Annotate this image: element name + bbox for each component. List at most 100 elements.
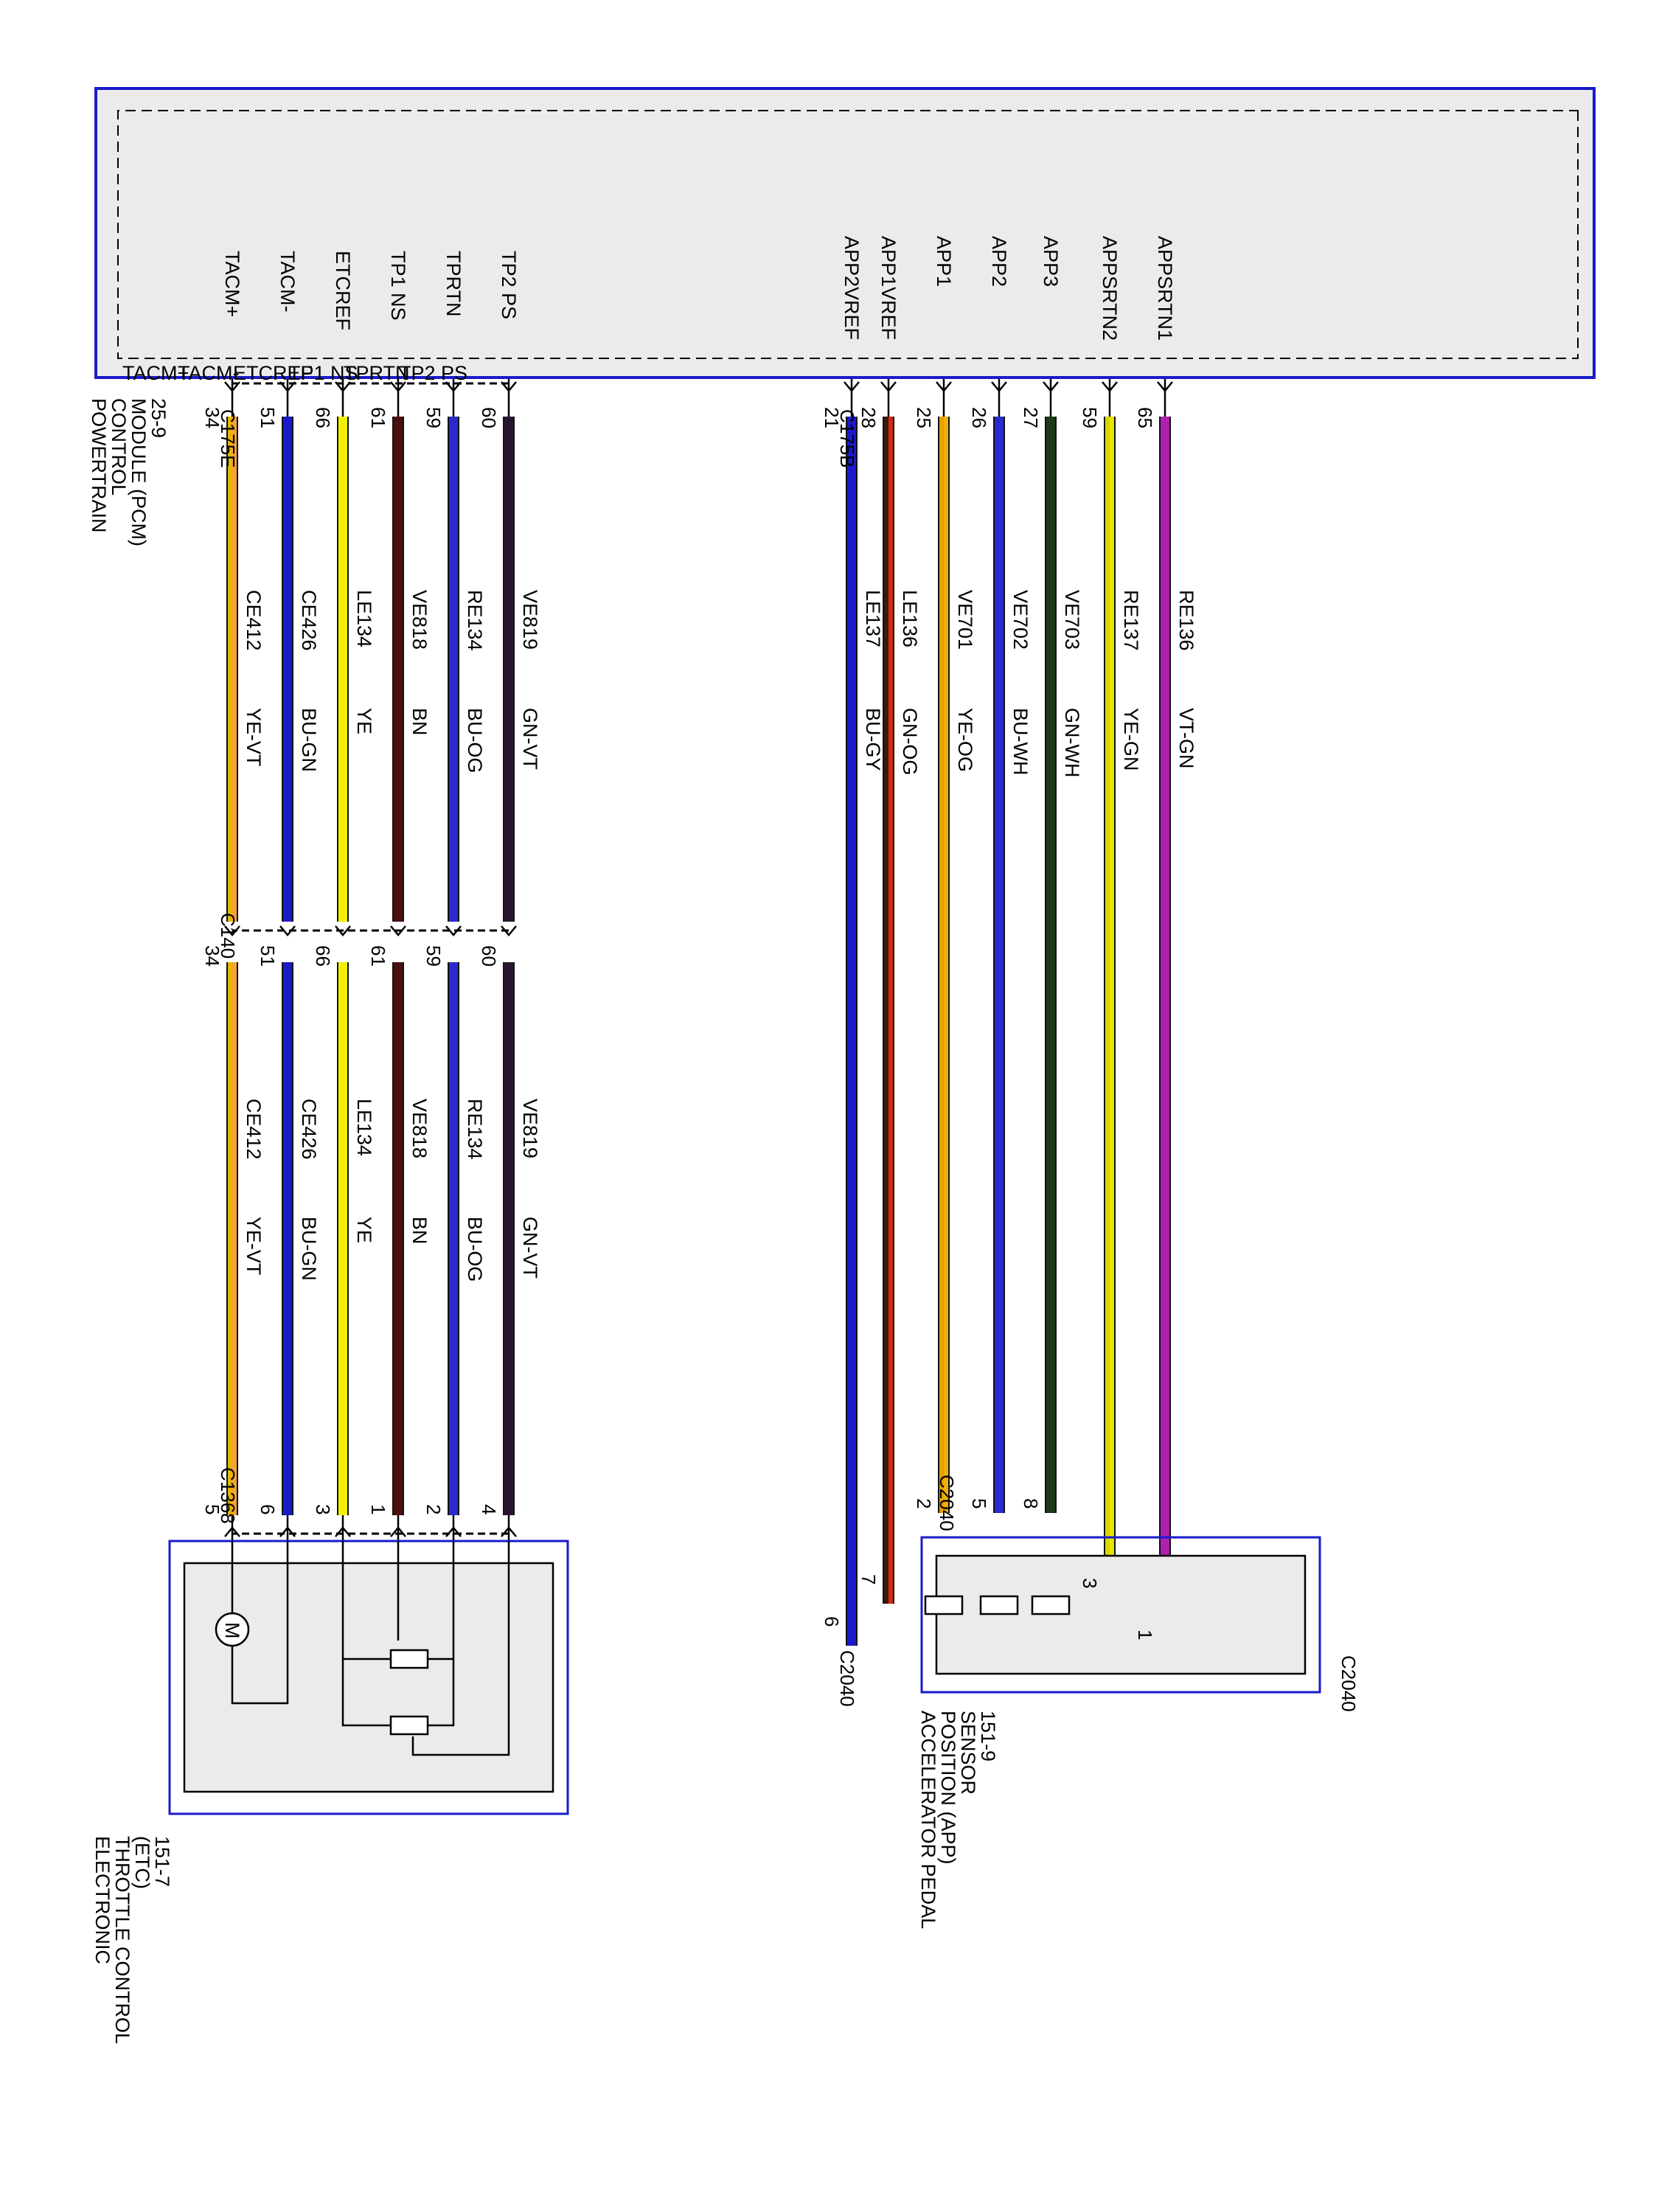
- connector-c2040-left: C2040: [1338, 1655, 1360, 1712]
- circuit-id: CE412: [243, 590, 265, 651]
- color-code: BU-GN: [298, 708, 320, 772]
- pcm-arrow: [880, 381, 897, 392]
- app-pin: 1: [1134, 1630, 1156, 1640]
- inline-pin: 34: [201, 945, 223, 967]
- inline-pin: 51: [257, 945, 279, 967]
- app-title: ACCELERATOR PEDAL: [917, 1711, 939, 1929]
- pcm-inner-dashed: [117, 110, 1579, 359]
- circuit-id: VE819: [519, 590, 541, 650]
- etc-pin: 5: [201, 1504, 223, 1514]
- circuit-id: LE137: [862, 590, 884, 647]
- connector-c1368: C1368: [217, 1467, 239, 1524]
- etc-signal-name: TPRTN: [442, 251, 465, 317]
- etc-inner: [183, 1562, 554, 1793]
- pcm-box: [94, 87, 1596, 379]
- circuit-id: RE134: [464, 590, 486, 651]
- inline-pin: 60: [478, 945, 500, 967]
- color-code: BU-WH: [1009, 708, 1032, 775]
- color-code: GN-VT: [519, 1217, 541, 1279]
- connector-c175b: C175B: [836, 409, 858, 468]
- etc-title: THROTTLE CONTROL: [111, 1836, 133, 2044]
- color-code: YE-GN: [1120, 708, 1142, 771]
- circuit-id: LE134: [353, 1099, 375, 1156]
- app-resistor: [924, 1595, 964, 1615]
- etc-signal-label: TACM+: [122, 362, 189, 384]
- pcm-arrow: [1043, 381, 1059, 392]
- circuit-id: VE819: [519, 1099, 541, 1158]
- pcm-title: POWERTRAIN: [88, 398, 110, 533]
- app-resistor: [979, 1595, 1019, 1615]
- tp2-resistor: [389, 1715, 429, 1736]
- circuit-id: RE134: [464, 1099, 486, 1160]
- color-code: BU-OG: [464, 708, 486, 773]
- pcm-pin: 65: [1134, 407, 1156, 428]
- pcm-pin: 66: [312, 407, 334, 428]
- circuit-id: VE701: [954, 590, 976, 650]
- color-code: BN: [408, 708, 431, 736]
- color-code: YE-OG: [954, 708, 976, 772]
- circuit-id: CE426: [298, 1099, 320, 1160]
- color-code: YE-VT: [243, 708, 265, 767]
- pcm-pin: 34: [201, 407, 223, 428]
- circuit-id: VE703: [1061, 590, 1083, 650]
- circuit-id: VE818: [408, 590, 431, 650]
- inline-pin: 59: [422, 945, 445, 967]
- pcm-title: CONTROL: [108, 398, 130, 495]
- etc-pin: 4: [478, 1504, 500, 1514]
- etc-signal-label: TACM-: [178, 362, 239, 384]
- etc-signal-name: TP1 NS: [387, 251, 409, 321]
- app-pin: 3: [1079, 1578, 1101, 1588]
- motor-wiring: [231, 1541, 289, 1705]
- circuit-id: CE426: [298, 590, 320, 651]
- pcm-pin: 59: [422, 407, 445, 428]
- app-signal-label: APP1: [933, 236, 955, 287]
- etc-pin: 6: [257, 1504, 279, 1514]
- color-code: YE: [353, 1217, 375, 1243]
- inline-arrow: [445, 925, 462, 936]
- etc-title: ELECTRONIC: [91, 1836, 114, 1964]
- inline-arrow: [335, 925, 351, 936]
- pcm-title: 25-9: [147, 398, 170, 438]
- inline-arrow: [279, 925, 296, 936]
- etc-pin: 1: [367, 1504, 389, 1514]
- circuit-id: VE818: [408, 1099, 431, 1158]
- pcm-title: MODULE (PCM): [128, 398, 150, 546]
- etc-pin: 2: [422, 1504, 445, 1514]
- color-code: VT-GN: [1175, 708, 1197, 769]
- circuit-id: VE702: [1009, 590, 1032, 650]
- pcm-arrow: [1102, 381, 1118, 392]
- connector-c140: C140: [217, 913, 239, 959]
- etc-signal-label: ETCREF: [233, 362, 313, 384]
- app-signal-label: APPSRTN1: [1154, 236, 1176, 341]
- app-signal-label: APP2: [988, 236, 1010, 287]
- etc-signal-name: TACM+: [221, 251, 243, 317]
- app-title: POSITION (APP): [937, 1711, 959, 1865]
- color-code: BU-GY: [862, 708, 884, 771]
- inline-pin: 61: [367, 945, 389, 967]
- etc-title: 151-7: [151, 1836, 173, 1887]
- color-code: GN-WH: [1061, 708, 1083, 777]
- circuit-id: LE136: [899, 590, 921, 647]
- pcm-pin: 59: [1079, 407, 1101, 428]
- pcm-pin: 26: [968, 407, 990, 428]
- app-signal-label: APP2VREF: [841, 236, 863, 340]
- wires-layer: [224, 378, 1173, 1659]
- inline-arrow: [390, 925, 406, 936]
- app-title: SENSOR: [957, 1711, 979, 1795]
- app-signal-label: APP3: [1040, 236, 1062, 287]
- etc-signal-label: TP1 NS: [288, 362, 358, 384]
- pcm-arrow: [390, 381, 406, 392]
- pcm-arrow: [279, 381, 296, 392]
- etc-signal-label: TP2 PS: [399, 362, 467, 384]
- etc-signal-label: TPRTN: [344, 362, 410, 384]
- etc-signal-name: TP2 PS: [498, 251, 520, 319]
- app-pin: 5: [968, 1498, 990, 1509]
- pcm-arrow: [224, 381, 240, 392]
- pcm-pin: 51: [257, 407, 279, 428]
- inline-arrow: [501, 925, 517, 936]
- color-code: BU-GN: [298, 1217, 320, 1281]
- pcm-pin: 61: [367, 407, 389, 428]
- app-box: [920, 1536, 1321, 1694]
